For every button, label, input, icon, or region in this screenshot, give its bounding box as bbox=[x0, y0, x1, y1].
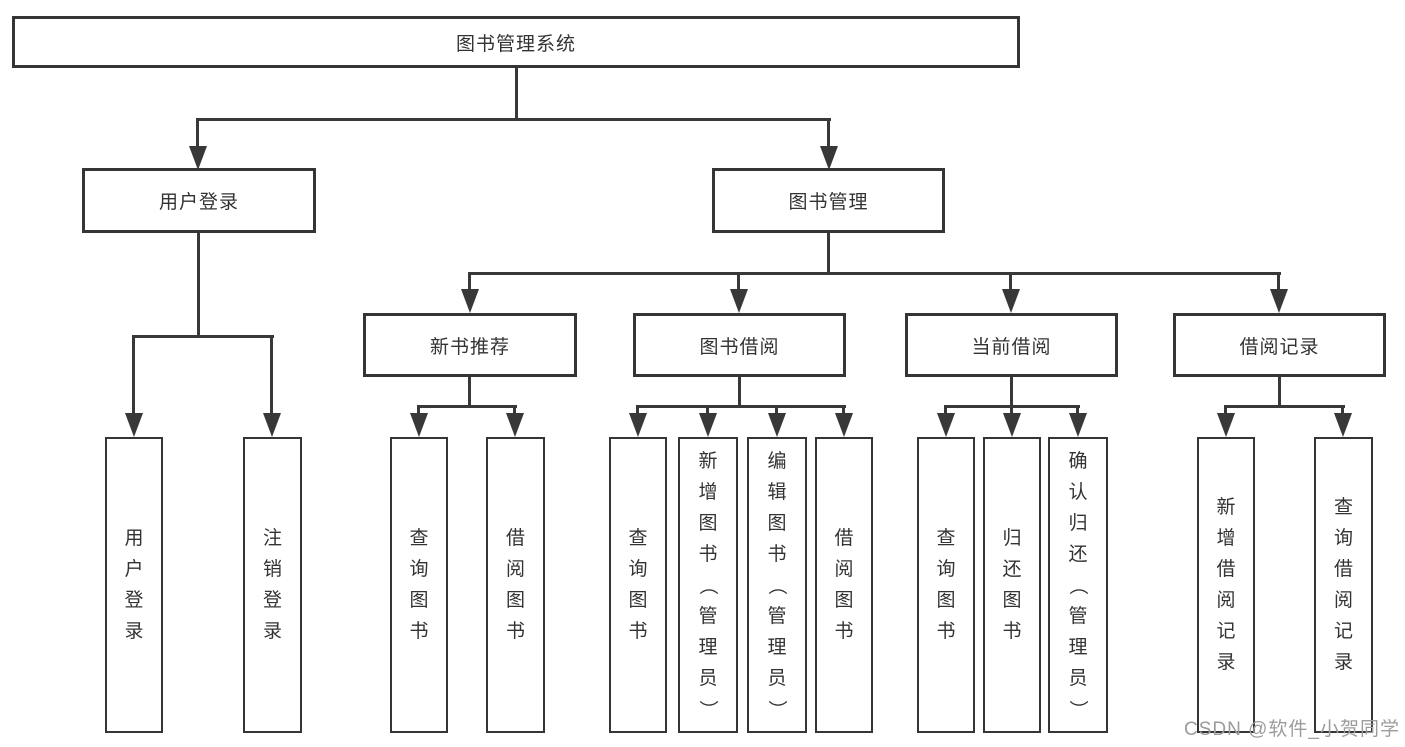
node-new-book-recommend: 新书推荐 bbox=[363, 313, 577, 377]
down-arrowhead-icon bbox=[699, 405, 717, 437]
connector-line bbox=[738, 377, 741, 408]
connector-line bbox=[1225, 405, 1345, 408]
down-arrowhead-icon bbox=[1270, 272, 1288, 313]
node-current-borrowing: 当前借阅 bbox=[905, 313, 1118, 377]
connector-line bbox=[515, 68, 518, 121]
leaf-borrow-books-recommend: 借阅图书 bbox=[486, 437, 545, 733]
down-arrowhead-icon bbox=[1003, 405, 1021, 437]
node-book-management: 图书管理 bbox=[712, 168, 945, 233]
down-arrowhead-icon bbox=[263, 335, 281, 437]
down-arrowhead-icon bbox=[1334, 405, 1352, 437]
connector-line bbox=[827, 233, 830, 275]
down-arrowhead-icon bbox=[835, 405, 853, 437]
down-arrowhead-icon bbox=[820, 118, 838, 170]
connector-line bbox=[418, 405, 517, 408]
down-arrowhead-icon bbox=[937, 405, 955, 437]
leaf-edit-books-admin: 编辑图书（管理员） bbox=[747, 437, 807, 733]
down-arrowhead-icon bbox=[506, 405, 524, 437]
leaf-add-borrow-record: 新增借阅记录 bbox=[1197, 437, 1255, 733]
leaf-add-books-admin: 新增图书（管理员） bbox=[678, 437, 738, 733]
down-arrowhead-icon bbox=[125, 335, 143, 437]
down-arrowhead-icon bbox=[629, 405, 647, 437]
leaf-return-books: 归还图书 bbox=[983, 437, 1041, 733]
leaf-confirm-return-admin: 确认归还（管理员） bbox=[1048, 437, 1108, 733]
leaf-logout: 注销登录 bbox=[243, 437, 302, 733]
leaf-query-books-recommend: 查询图书 bbox=[390, 437, 448, 733]
connector-line bbox=[1010, 377, 1013, 408]
connector-line bbox=[637, 405, 846, 408]
down-arrowhead-icon bbox=[410, 405, 428, 437]
leaf-query-books-borrowing: 查询图书 bbox=[609, 437, 667, 733]
connector-line bbox=[197, 233, 200, 338]
leaf-query-books-current: 查询图书 bbox=[917, 437, 975, 733]
connector-line bbox=[469, 272, 1281, 275]
csdn-watermark: CSDN @软件_小贺同学 bbox=[1184, 719, 1400, 740]
leaf-borrow-books-borrowing: 借阅图书 bbox=[815, 437, 873, 733]
down-arrowhead-icon bbox=[461, 272, 479, 313]
node-book-borrowing: 图书借阅 bbox=[633, 313, 846, 377]
node-user-login: 用户登录 bbox=[82, 168, 316, 233]
down-arrowhead-icon bbox=[1069, 405, 1087, 437]
node-borrow-records: 借阅记录 bbox=[1173, 313, 1386, 377]
leaf-query-borrow-record: 查询借阅记录 bbox=[1314, 437, 1373, 733]
down-arrowhead-icon bbox=[768, 405, 786, 437]
node-library-management-system: 图书管理系统 bbox=[12, 16, 1020, 68]
connector-line bbox=[1278, 377, 1281, 408]
down-arrowhead-icon bbox=[730, 272, 748, 313]
down-arrowhead-icon bbox=[1217, 405, 1235, 437]
leaf-user-login: 用户登录 bbox=[105, 437, 163, 733]
connector-line bbox=[468, 377, 471, 408]
connector-line bbox=[197, 118, 831, 121]
down-arrowhead-icon bbox=[1002, 272, 1020, 313]
connector-line bbox=[133, 335, 274, 338]
down-arrowhead-icon bbox=[189, 118, 207, 170]
